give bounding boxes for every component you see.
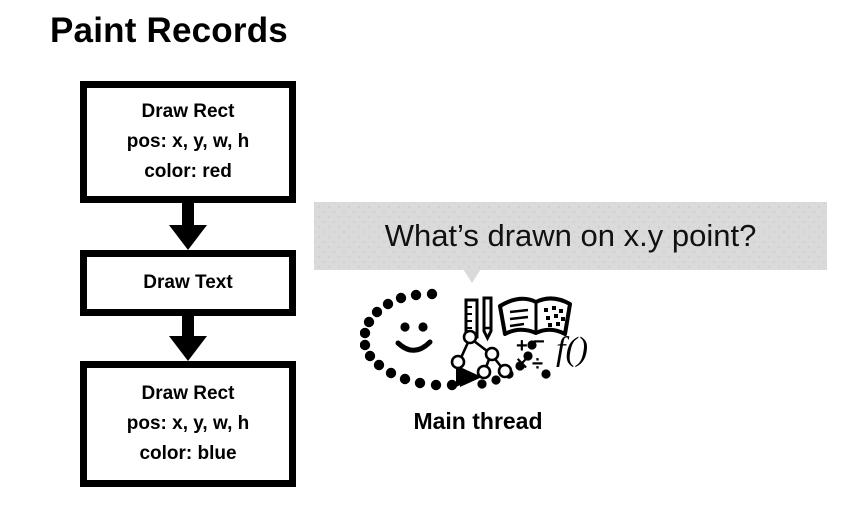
svg-text:×: × [516, 353, 528, 375]
arrow-down-icon [165, 316, 211, 362]
svg-text:+: + [516, 335, 528, 357]
record-line-color: color: red [144, 161, 232, 182]
speech-bubble-text: What’s drawn on x.y point? [384, 218, 757, 253]
speech-bubble-tail-icon [463, 269, 481, 283]
paint-record-box-draw-rect-blue: Draw Rect pos: x, y, w, h color: blue [80, 361, 296, 487]
record-line-title: Draw Rect [141, 101, 235, 122]
paint-record-box-draw-text: Draw Text [80, 250, 296, 316]
speech-bubble: What’s drawn on x.y point? [314, 202, 827, 270]
dotted-oval-head-icon [360, 288, 537, 391]
paint-record-box-draw-rect-red: Draw Rect pos: x, y, w, h color: red [80, 81, 296, 203]
math-operators-icon: + − × ÷ [516, 331, 545, 375]
svg-text:−: − [533, 331, 545, 353]
record-line-color: color: blue [139, 443, 237, 464]
page-title: Paint Records [50, 11, 288, 50]
main-thread-label: Main thread [413, 408, 543, 434]
node-tree-icon [450, 329, 513, 380]
record-line-title: Draw Text [143, 272, 233, 293]
svg-text:f(): f() [556, 331, 588, 368]
function-notation-icon: f() [556, 331, 588, 368]
main-thread-illustration: + − × ÷ f() [360, 288, 596, 400]
chevron-arrow-icon [456, 367, 482, 387]
arrow-down-icon [165, 203, 211, 251]
svg-text:÷: ÷ [532, 353, 543, 375]
pencil-icon [482, 296, 493, 342]
open-book-icon [498, 296, 572, 336]
record-line-pos: pos: x, y, w, h [126, 131, 250, 152]
smiley-face-icon [395, 322, 433, 353]
record-line-pos: pos: x, y, w, h [126, 413, 250, 434]
record-line-title: Draw Rect [141, 383, 235, 404]
